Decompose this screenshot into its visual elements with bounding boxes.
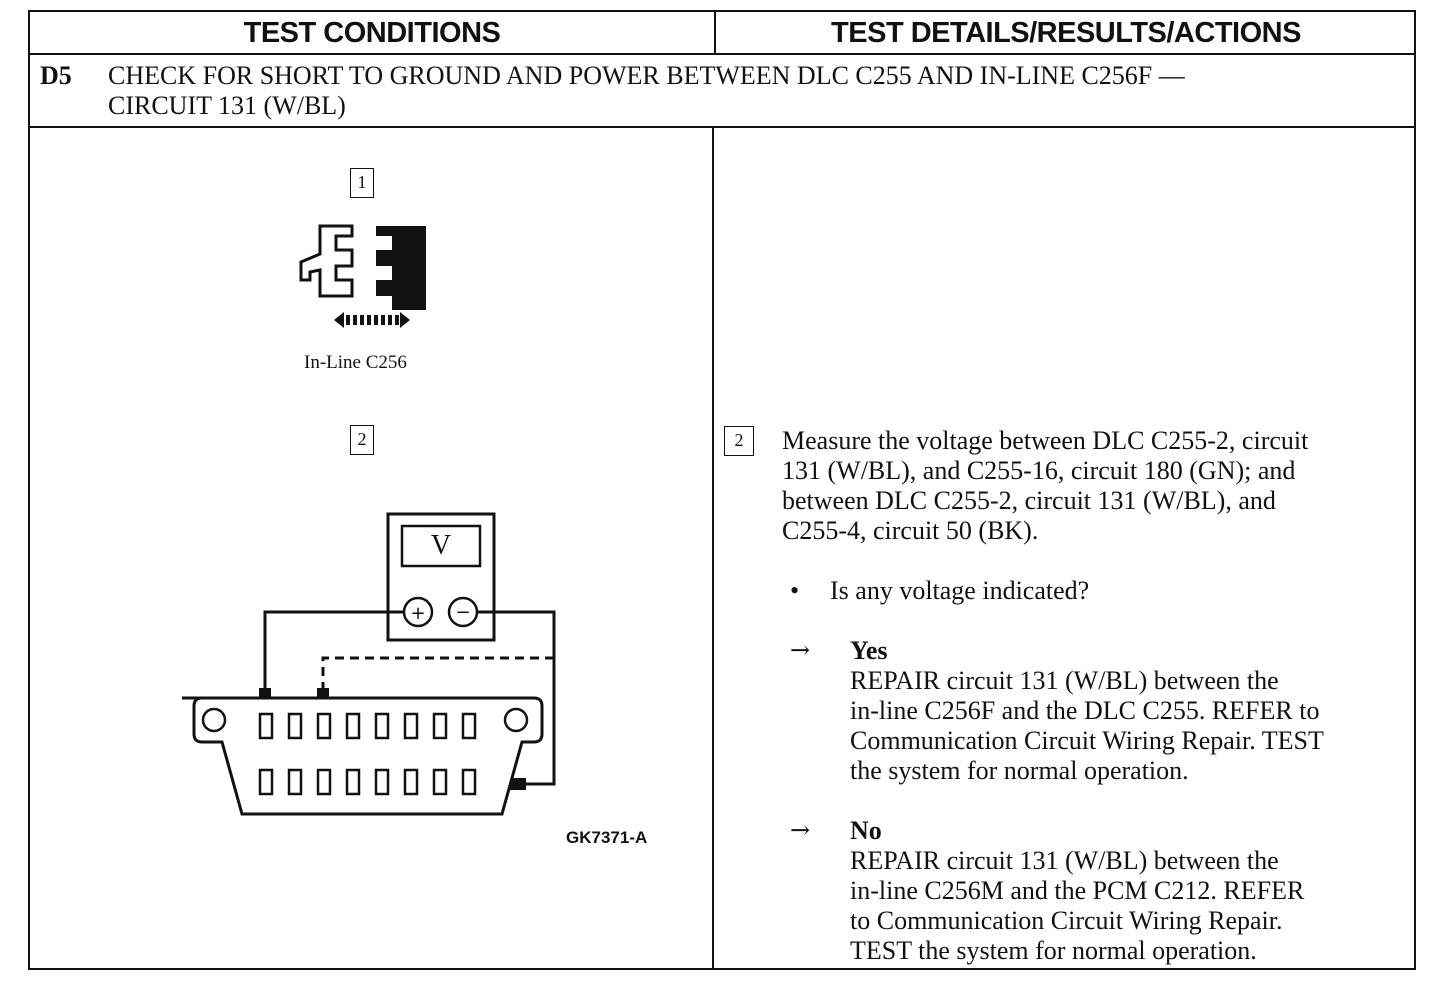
- step-title-line1: CHECK FOR SHORT TO GROUND AND POWER BETW…: [108, 61, 1185, 90]
- yes-line: the system for normal operation.: [850, 756, 1189, 785]
- step-row: D5 CHECK FOR SHORT TO GROUND AND POWER B…: [30, 55, 1414, 127]
- question-bullet: •: [790, 576, 800, 605]
- instruction-line: Measure the voltage between DLC C255-2, …: [782, 426, 1309, 455]
- connector-disconnect-illustration: [299, 224, 426, 328]
- instruction-line: between DLC C255-2, circuit 131 (W/BL), …: [782, 486, 1276, 515]
- header-test-conditions: TEST CONDITIONS: [243, 17, 501, 49]
- no-line: TEST the system for normal operation.: [850, 936, 1257, 965]
- voltmeter-symbol: V: [431, 530, 451, 561]
- step-2-box: 2: [350, 425, 374, 455]
- dlc-connector: [182, 696, 544, 816]
- header-rule: [30, 53, 1414, 55]
- plus-symbol: +: [410, 603, 425, 624]
- yes-label: Yes: [850, 636, 888, 665]
- no-arrow: →: [790, 816, 811, 844]
- instruction-line: 131 (W/BL), and C255-16, circuit 180 (GN…: [782, 456, 1296, 485]
- dlc-pins: [258, 712, 477, 796]
- step-1-box: 1: [350, 168, 374, 198]
- yes-line: in-line C256F and the DLC C255. REFER to: [850, 696, 1320, 725]
- connector-caption: In-Line C256: [304, 352, 407, 373]
- test-table: TEST CONDITIONS TEST DETAILS/RESULTS/ACT…: [28, 10, 1416, 970]
- yes-arrow: →: [790, 636, 811, 664]
- step-title-line2: CIRCUIT 131 (W/BL): [108, 91, 346, 120]
- no-line: in-line C256M and the PCM C212. REFER: [850, 876, 1305, 905]
- column-divider: [712, 128, 714, 970]
- step-title: CHECK FOR SHORT TO GROUND AND POWER BETW…: [108, 61, 1398, 121]
- positive-lead: [263, 610, 404, 688]
- question-text: Is any voltage indicated?: [830, 576, 1090, 605]
- instruction-line: C255-4, circuit 50 (BK).: [782, 516, 1039, 545]
- yes-line: REPAIR circuit 131 (W/BL) between the: [850, 666, 1279, 695]
- detail-step-2-box: 2: [724, 426, 754, 456]
- minus-symbol: −: [455, 602, 470, 623]
- no-label: No: [850, 816, 882, 845]
- yes-result: Yes REPAIR circuit 131 (W/BL) between th…: [850, 636, 1324, 786]
- alternate-negative-lead: [321, 656, 554, 688]
- step-rule: [30, 126, 1414, 128]
- voltmeter-dlc-illustration: V + −: [182, 512, 556, 816]
- yes-line: Communication Circuit Wiring Repair. TES…: [850, 726, 1324, 755]
- no-line: REPAIR circuit 131 (W/BL) between the: [850, 846, 1279, 875]
- dlc-mount-hole-right: [503, 707, 529, 733]
- header-test-details: TEST DETAILS/RESULTS/ACTIONS: [831, 17, 1301, 49]
- no-result: No REPAIR circuit 131 (W/BL) between the…: [850, 816, 1304, 966]
- negative-lead: [477, 610, 556, 786]
- no-line: to Communication Circuit Wiring Repair.: [850, 906, 1283, 935]
- figure-id: GK7371-A: [566, 828, 648, 847]
- dlc-mount-hole-left: [201, 707, 227, 733]
- header-divider: [714, 12, 716, 54]
- step-id: D5: [40, 61, 72, 90]
- voltmeter-display: [400, 524, 482, 568]
- instruction-text: Measure the voltage between DLC C255-2, …: [782, 426, 1308, 546]
